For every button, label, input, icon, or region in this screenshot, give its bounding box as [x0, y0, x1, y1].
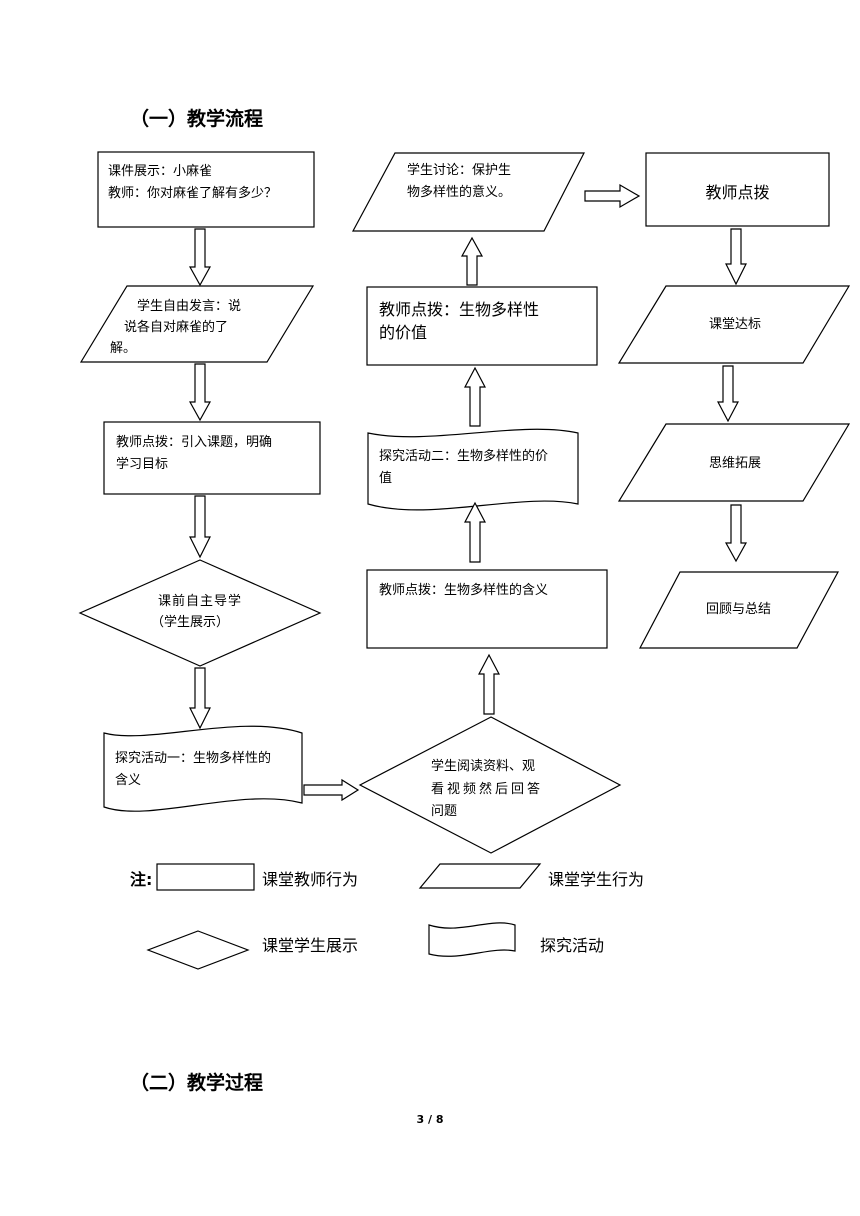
legend-parallelogram [418, 863, 542, 889]
node-activity-one-line-2: 含义 [115, 773, 142, 788]
arrow-down-3 [189, 495, 211, 559]
legend-rect [156, 863, 255, 891]
student-parallelogram-significance [351, 152, 585, 232]
node-extension-label: 思维拓展 [708, 456, 761, 471]
node-goal-line-2: 学习目标 [116, 457, 169, 472]
activity-wave-two [367, 428, 579, 511]
node-review-label: 回顾与总结 [705, 602, 771, 617]
legend-diamond [146, 930, 250, 970]
node-read-line-2: 看视频然后回答 [431, 782, 544, 797]
node-read-line-1: 学生阅读资料、观 [431, 759, 536, 774]
node-preview-line-2: （学生展示） [150, 615, 229, 630]
block-arrows [188, 183, 748, 802]
node-meaning-label: 教师点拨：生物多样性的含义 [379, 583, 549, 598]
node-practice-label: 课堂达标 [708, 317, 761, 332]
legend-teacher-label: 课堂教师行为 [262, 870, 359, 889]
student-parallelogram-practice [617, 285, 851, 364]
display-diamond-read [358, 716, 622, 854]
arrow-down-1 [188, 228, 212, 287]
node-intro-line-2: 教师：你对麻雀了解有多少？ [108, 186, 278, 201]
legend-note: 注: [130, 870, 153, 889]
arrow-up-2 [464, 501, 486, 563]
page-number: 3 / 8 [416, 1113, 444, 1126]
legend-display-label: 课堂学生展示 [262, 936, 359, 955]
arrow-up-1 [478, 653, 500, 715]
node-significance-line-1: 学生讨论：保护生 [407, 163, 512, 178]
teacher-box-value [366, 286, 598, 366]
node-guide-label: 教师点拨 [705, 183, 770, 202]
node-discuss-line-3: 解。 [110, 341, 137, 356]
flow-section-title: （一）教学流程 [130, 108, 264, 130]
node-discuss-line-1: 学生自由发言：说 [137, 299, 242, 314]
node-read-line-3: 问题 [431, 804, 458, 819]
node-activity-one-line-1: 探究活动一：生物多样性的 [115, 751, 272, 766]
activity-wave-one [103, 725, 303, 812]
student-parallelogram-review [639, 571, 840, 649]
node-preview-line-1: 课前自主导学 [157, 594, 242, 609]
node-activity-two-line-2: 值 [379, 471, 393, 486]
arrow-down-7 [724, 504, 748, 563]
node-value-line-2: 的价值 [379, 323, 428, 342]
legend-student-label: 课堂学生行为 [548, 870, 645, 889]
arrow-down-6 [717, 365, 739, 423]
arrow-right-2 [584, 183, 641, 209]
arrow-down-2 [188, 363, 212, 422]
teacher-box-guide [645, 152, 830, 227]
node-significance-line-2: 物多样性的意义。 [407, 185, 512, 200]
teacher-box-intro [97, 151, 315, 228]
node-discuss-line-2: 说各自对麻雀的了 [124, 320, 229, 335]
arrow-up-4 [460, 236, 484, 286]
node-activity-two-line-1: 探究活动二：生物多样性的价 [379, 449, 549, 464]
arrow-right-1 [303, 778, 360, 802]
student-parallelogram-extension [617, 423, 851, 502]
display-diamond-preview [78, 559, 322, 667]
process-section-title: （二）教学过程 [130, 1072, 264, 1094]
teacher-box-goal [103, 421, 321, 495]
node-intro-line-1: 课件展示：小麻雀 [108, 164, 213, 179]
arrow-down-4 [189, 667, 211, 730]
legend-wave [428, 922, 516, 957]
teacher-box-meaning [366, 569, 608, 649]
arrow-up-3 [464, 366, 486, 427]
arrow-down-5 [725, 228, 747, 286]
node-value-line-1: 教师点拨：生物多样性 [379, 300, 540, 319]
student-parallelogram-discuss [79, 285, 315, 363]
legend-activity-label: 探究活动 [540, 936, 605, 955]
node-goal-line-1: 教师点拨：引入课题，明确 [116, 435, 273, 450]
